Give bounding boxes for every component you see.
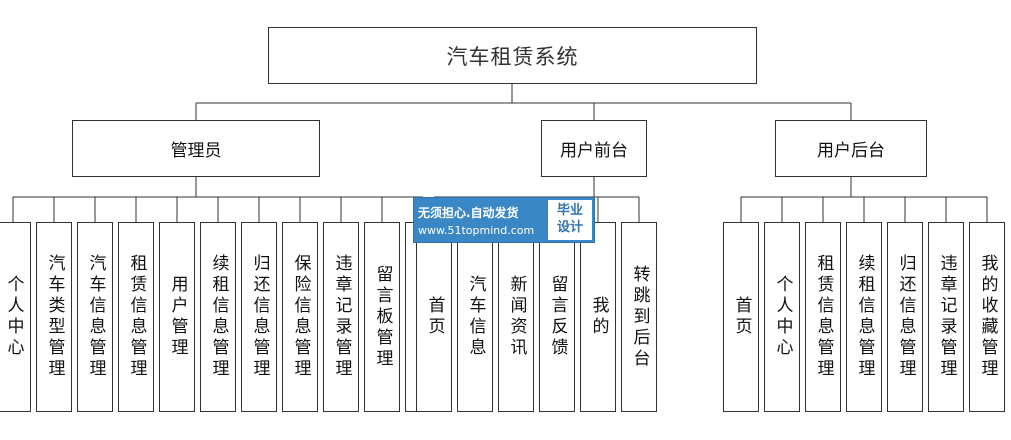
watermark-badge: 毕业 设计 — [548, 200, 592, 240]
leaf-node-user-frontend: 新闻资讯 — [498, 222, 534, 412]
leaf-node-admin: 违章记录管理 — [323, 222, 359, 412]
leaf-node-admin: 归还信息管理 — [241, 222, 277, 412]
watermark-banner: 无须担心.自动发货 www.51topmind.com 毕业 设计 — [413, 197, 595, 243]
leaf-node-admin: 续租信息管理 — [200, 222, 236, 412]
leaf-node-admin: 用户管理 — [159, 222, 195, 412]
leaf-node-admin: 留言板管理 — [364, 222, 400, 412]
leaf-node-user-backend: 我的收藏管理 — [969, 222, 1005, 412]
leaf-node-user-frontend: 我的 — [580, 222, 616, 412]
watermark-badge-bottom: 设计 — [556, 220, 583, 235]
leaf-node-admin: 租赁信息管理 — [118, 222, 154, 412]
leaf-node-user-backend: 首页 — [723, 222, 759, 412]
watermark-url: www.51topmind.com — [418, 223, 535, 237]
watermark-badge-top: 毕业 — [556, 203, 583, 219]
group-node-admin: 管理员 — [72, 120, 320, 177]
watermark-slogan: 无须担心.自动发货 — [418, 205, 519, 220]
leaf-node-user-frontend: 首页 — [416, 222, 452, 412]
group-node-user-frontend: 用户前台 — [541, 120, 647, 177]
leaf-node-user-backend: 个人中心 — [764, 222, 800, 412]
group-node-user-backend: 用户后台 — [775, 120, 927, 177]
leaf-node-admin: 汽车类型管理 — [36, 222, 72, 412]
leaf-node-user-frontend: 转跳到后台 — [621, 222, 657, 412]
leaf-node-admin: 汽车信息管理 — [77, 222, 113, 412]
leaf-node-user-backend: 续租信息管理 — [846, 222, 882, 412]
root-node: 汽车租赁系统 — [268, 27, 757, 84]
leaf-node-user-backend: 租赁信息管理 — [805, 222, 841, 412]
leaf-node-user-frontend: 留言反馈 — [539, 222, 575, 412]
leaf-node-admin: 保险信息管理 — [282, 222, 318, 412]
leaf-node-user-backend: 违章记录管理 — [928, 222, 964, 412]
leaf-node-user-backend: 归还信息管理 — [887, 222, 923, 412]
leaf-node-user-frontend: 汽车信息 — [457, 222, 493, 412]
leaf-node-admin: 个人中心 — [0, 222, 31, 412]
